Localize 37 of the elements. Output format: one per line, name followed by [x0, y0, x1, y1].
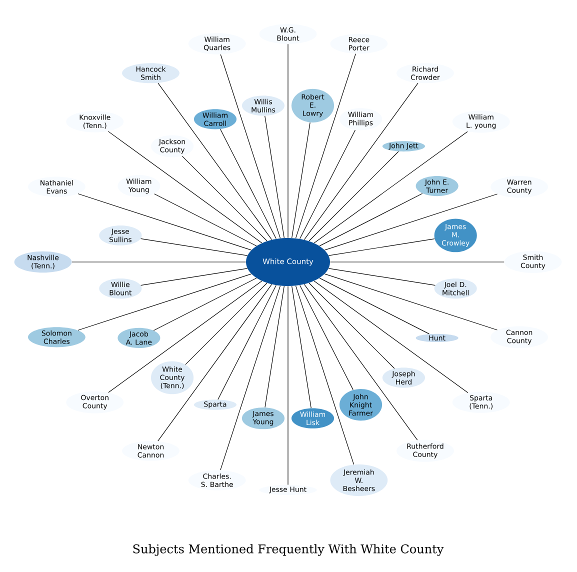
connector-line — [319, 278, 430, 334]
connector-line — [314, 280, 468, 394]
connector-line — [182, 156, 268, 242]
connector-line — [78, 274, 252, 331]
connector-line — [185, 282, 268, 365]
connector-line — [292, 286, 312, 408]
connector-line — [264, 286, 284, 408]
connector-line — [314, 131, 468, 244]
connector-line — [324, 274, 498, 330]
connector-line — [328, 238, 435, 256]
connector-line — [108, 131, 262, 244]
connector-line — [300, 130, 356, 240]
connector-line — [158, 284, 272, 442]
connector-line — [328, 268, 436, 286]
connector-line — [154, 194, 257, 246]
connector-line — [158, 82, 272, 240]
connector-line — [153, 278, 257, 331]
connector-line — [295, 54, 356, 239]
connector-line — [324, 194, 498, 250]
connector-line — [108, 280, 262, 393]
connector-line — [308, 282, 395, 369]
connector-line — [140, 238, 248, 256]
connector-line — [304, 82, 418, 240]
connector-line — [264, 116, 284, 238]
connector-line — [140, 268, 248, 286]
connector-line — [218, 284, 276, 400]
connector-line — [220, 54, 281, 239]
connector-line — [304, 284, 418, 440]
connector-line — [220, 128, 276, 240]
connector-line — [308, 151, 399, 242]
connector-line — [300, 284, 354, 390]
connector-line — [319, 193, 423, 246]
chart-caption: Subjects Mentioned Frequently With White County — [133, 544, 444, 556]
connector-line — [292, 122, 310, 238]
connector-line — [295, 286, 354, 465]
connector-line — [78, 193, 252, 250]
connector-line — [220, 286, 281, 470]
